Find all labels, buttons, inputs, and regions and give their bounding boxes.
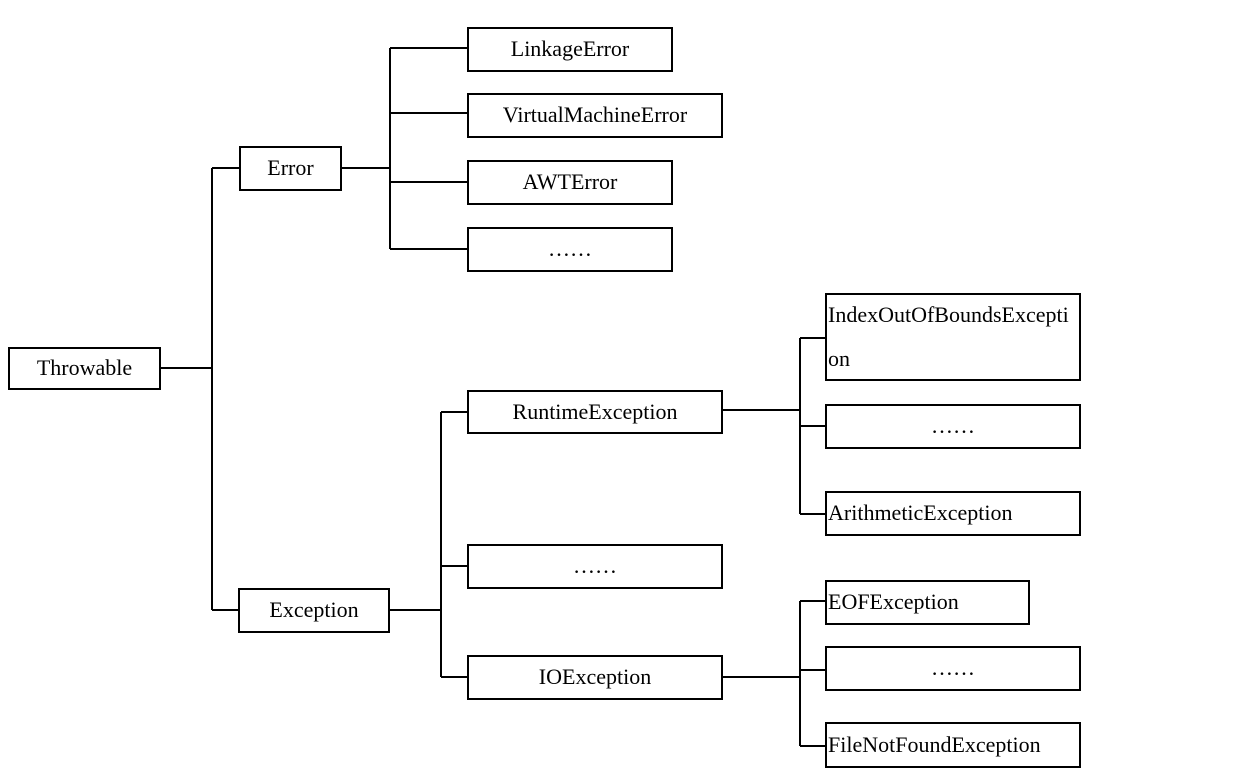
node-io-exception: IOException bbox=[467, 655, 723, 700]
node-awt-error: AWTError bbox=[467, 160, 673, 205]
node-exception: Exception bbox=[238, 588, 390, 633]
node-exception-more: …… bbox=[467, 544, 723, 589]
node-runtime-more: …… bbox=[825, 404, 1081, 449]
node-error: Error bbox=[239, 146, 342, 191]
node-runtime-exception: RuntimeException bbox=[467, 390, 723, 434]
node-virtual-machine-error: VirtualMachineError bbox=[467, 93, 723, 138]
node-arithmetic-exception: ArithmeticException bbox=[825, 491, 1081, 536]
node-error-more: …… bbox=[467, 227, 673, 272]
node-throwable: Throwable bbox=[8, 347, 161, 390]
node-io-more: …… bbox=[825, 646, 1081, 691]
node-eof-exception: EOFException bbox=[825, 580, 1030, 625]
node-index-out-of-bounds-exception: IndexOutOfBoundsException bbox=[825, 293, 1081, 381]
node-file-not-found-exception: FileNotFoundException bbox=[825, 722, 1081, 768]
node-linkage-error: LinkageError bbox=[467, 27, 673, 72]
